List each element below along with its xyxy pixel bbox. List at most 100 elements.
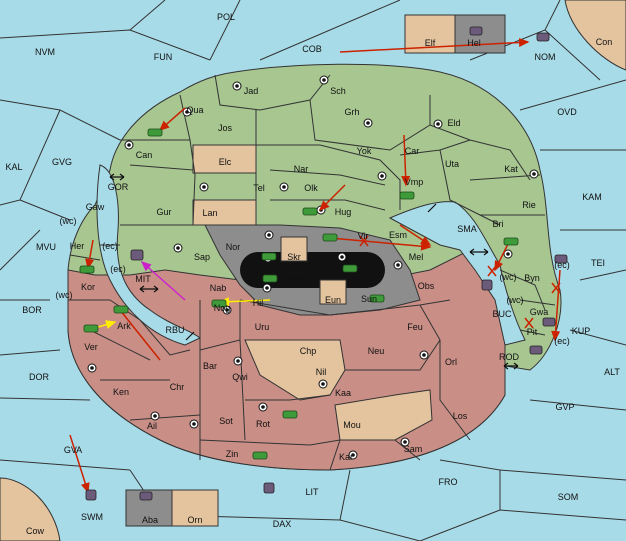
province-borders [68,74,556,471]
unit-tank [113,305,129,314]
unit-tank [342,264,358,273]
svg-text:Web: Web [286,273,304,283]
svg-text:Gaw: Gaw [86,202,105,212]
svg-text:(wc): (wc) [500,272,517,282]
svg-text:TEI: TEI [591,258,605,268]
svg-text:GVG: GVG [52,157,72,167]
svg-text:GVA: GVA [64,445,82,455]
svg-text:Nil: Nil [316,367,327,377]
svg-text:Zin: Zin [226,449,239,459]
svg-text:FUN: FUN [154,52,173,62]
svg-text:DAX: DAX [273,519,292,529]
svg-text:Sam: Sam [404,444,423,454]
svg-text:Los: Los [453,411,468,421]
svg-text:Sch: Sch [330,86,346,96]
svg-text:Qwi: Qwi [232,372,248,382]
svg-text:Aba: Aba [142,515,158,525]
svg-text:KAM: KAM [582,192,602,202]
unit-tank [252,451,268,460]
svg-text:Yok: Yok [357,146,372,156]
svg-text:Can: Can [136,150,153,160]
svg-text:GOR: GOR [108,182,129,192]
svg-text:Ail: Ail [147,421,157,431]
svg-text:Grh: Grh [344,107,359,117]
svg-text:BUC: BUC [492,309,512,319]
unit-tank [83,324,99,333]
svg-text:OVD: OVD [557,107,577,117]
svg-text:Ark: Ark [117,321,131,331]
orn-territory [171,489,219,527]
svg-text:KAL: KAL [5,162,22,172]
svg-text:Skr: Skr [287,252,301,262]
svg-text:Ost: Ost [317,256,332,266]
eun-territory [319,279,347,305]
svg-text:KUP: KUP [572,326,591,336]
svg-text:Con: Con [596,37,613,47]
svg-text:Ver: Ver [84,342,98,352]
svg-text:(ec): (ec) [102,241,118,251]
svg-text:Ken: Ken [113,387,129,397]
unit-tank [79,265,95,274]
svg-text:Lan: Lan [202,208,217,218]
svg-text:COB: COB [302,44,322,54]
svg-text:Hel: Hel [467,38,481,48]
svg-text:Nog: Nog [214,303,231,313]
unit-tank [261,252,277,261]
svg-text:Bar: Bar [203,361,217,371]
svg-text:Hug: Hug [335,207,352,217]
svg-text:Vmp: Vmp [405,177,424,187]
svg-text:(ec): (ec) [554,260,570,270]
svg-text:Obs: Obs [418,281,435,291]
svg-text:ROD: ROD [499,352,520,362]
svg-text:Hil: Hil [253,298,264,308]
svg-text:Rie: Rie [522,200,536,210]
unit-tank [147,128,163,137]
svg-text:Chr: Chr [170,382,185,392]
svg-text:Orn: Orn [187,515,202,525]
svg-text:Byn: Byn [524,273,540,283]
svg-text:Sap: Sap [194,252,210,262]
svg-text:Elc: Elc [219,157,232,167]
enemy-units [85,26,568,501]
svg-text:SWM: SWM [81,512,103,522]
svg-text:Nab: Nab [210,283,227,293]
svg-text:Rot: Rot [256,419,271,429]
svg-text:Feu: Feu [407,322,423,332]
svg-text:Gur: Gur [156,207,171,217]
sma-gulf [388,201,526,346]
svg-text:DOR: DOR [29,372,50,382]
svg-text:GVP: GVP [555,402,574,412]
unit-tank [282,410,298,419]
svg-text:(wc): (wc) [507,295,524,305]
svg-text:Uta: Uta [445,159,459,169]
svg-text:POL: POL [217,12,235,22]
svg-text:Olk: Olk [304,183,318,193]
svg-text:Car: Car [405,146,420,156]
svg-text:BOR: BOR [22,305,42,315]
strait-markers [109,173,519,370]
svg-text:Tel: Tel [253,183,265,193]
svg-text:RBU: RBU [165,325,184,335]
svg-text:Neu: Neu [368,346,385,356]
svg-text:SMA: SMA [457,224,477,234]
province-labels: POL FUN COB NVM Elf Hel Con NOM OVD KAL … [5,12,620,536]
cut-marks [359,235,561,329]
unit-tank [302,207,318,216]
unit-tank [503,237,519,246]
svg-text:(wc): (wc) [60,216,77,226]
svg-text:Bri: Bri [493,219,504,229]
unit-tank [322,233,338,242]
svg-text:Jad: Jad [244,86,259,96]
svg-text:Chp: Chp [300,346,317,356]
svg-text:Sot: Sot [219,416,233,426]
skr-territory [280,236,308,262]
svg-text:Gwa: Gwa [530,307,549,317]
svg-text:Cow: Cow [26,526,45,536]
svg-text:Nar: Nar [294,164,309,174]
svg-text:Vir: Vir [358,231,369,241]
units [79,128,519,460]
unit-tank [369,294,385,303]
svg-text:Sun: Sun [361,294,377,304]
